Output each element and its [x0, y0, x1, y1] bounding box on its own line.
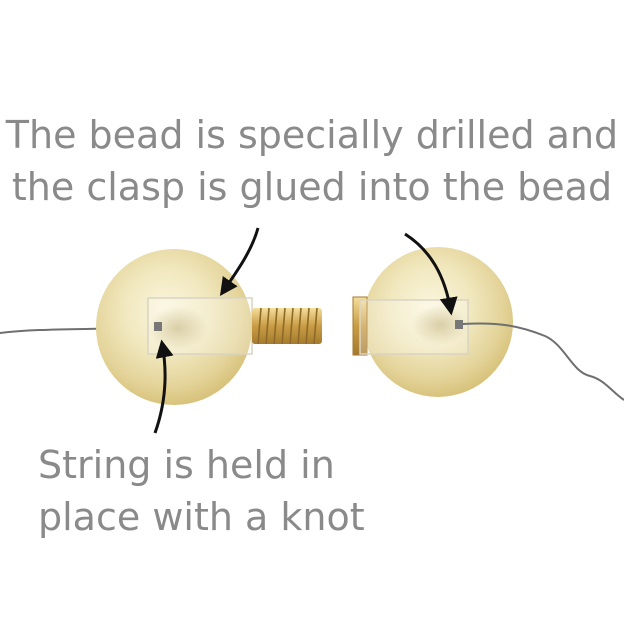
bottom-caption-line-1: String is held in	[38, 443, 335, 487]
threaded-post	[252, 307, 322, 345]
right-pearl	[352, 247, 513, 397]
arrow-to-right-knot	[404, 232, 458, 316]
top-caption-line-2: the clasp is glued into the bead	[11, 165, 613, 209]
bottom-caption: String is held in place with a knot	[38, 439, 365, 543]
top-caption-line-1: The bead is specially drilled and	[5, 113, 619, 157]
arrow-to-left-knot	[153, 339, 174, 434]
right-knot	[455, 320, 463, 329]
bottom-caption-line-2: place with a knot	[38, 495, 365, 539]
top-caption: The bead is specially drilled and the cl…	[0, 109, 624, 213]
left-pearl	[96, 249, 253, 405]
arrow-to-clasp	[219, 227, 260, 296]
right-string	[462, 322, 624, 401]
left-knot	[154, 322, 162, 331]
